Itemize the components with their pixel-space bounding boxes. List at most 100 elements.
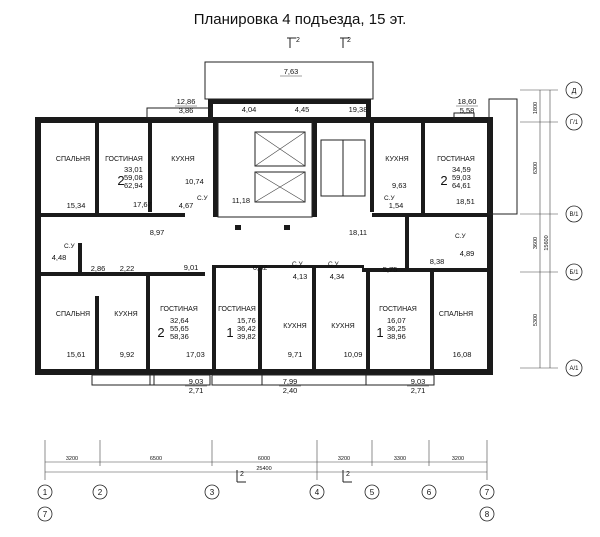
bathroom-label: С.У xyxy=(328,261,340,268)
dim-right-3: 3600 xyxy=(533,237,539,249)
room-area3-living-ne: 64,61 xyxy=(452,181,471,190)
room-area-kitchen-sc1: 9,71 xyxy=(288,350,303,359)
dimension-bottom: 3200 6500 6000 3200 3300 3200 25400 xyxy=(44,440,488,480)
area-vestibule-1: 4,04 xyxy=(242,105,257,114)
dim-right-2: 6300 xyxy=(533,162,539,174)
room-label-living-sc1: ГОСТИНАЯ xyxy=(218,306,256,313)
axis-label: 7 xyxy=(43,510,48,519)
room-area-kitchen-sc2: 10,09 xyxy=(344,350,363,359)
room-label-bedroom-sw: СПАЛЬНЯ xyxy=(56,311,90,318)
room-labels: СПАЛЬНЯ 15,34 ГОСТИНАЯ 2 33,01 59,08 62,… xyxy=(56,156,475,359)
room-label-kitchen-nw: КУХНЯ xyxy=(171,156,194,163)
room-area3-living-sw: 58,36 xyxy=(170,332,189,341)
balcony-area-reduced: 2,40 xyxy=(283,386,298,395)
bathroom-label: С.У xyxy=(197,195,209,202)
page-title: Планировка 4 подъезда, 15 эт. xyxy=(193,11,407,28)
balcony-area: 7,99 xyxy=(283,377,298,386)
axis-label: Г/1 xyxy=(570,120,579,126)
dim-bottom-6: 3200 xyxy=(452,456,464,462)
balcony-area-reduced: 5,58 xyxy=(460,106,475,115)
room-label-living-nw: ГОСТИНАЯ xyxy=(105,156,143,163)
room-area-living-ne: 34,59 xyxy=(452,165,471,174)
area-elevator-hall: 11,18 xyxy=(232,196,250,205)
area-bath-w1: 2,86 xyxy=(91,264,106,273)
room-area-kitchen-nw: 10,74 xyxy=(185,177,204,186)
room-sub-living-ne: 18,51 xyxy=(456,197,475,206)
dim-right-1: 1800 xyxy=(533,102,539,114)
room-label-living-sc2: ГОСТИНАЯ xyxy=(379,306,417,313)
area-bath-c2: 4,34 xyxy=(330,272,345,281)
room-area2-living-nw: 59,08 xyxy=(124,173,143,182)
section-mark-2: 2 xyxy=(347,37,351,44)
balcony-area-reduced: 2,71 xyxy=(189,386,204,395)
dim-bottom-2: 6500 xyxy=(150,456,162,462)
area-hall-sc1: 6,82 xyxy=(253,263,268,272)
balcony-area: 9,03 xyxy=(189,377,204,386)
section-mark-2: 2 xyxy=(346,471,350,478)
axis-markers-right: Д Г/1 В/1 Б/1 А/1 xyxy=(565,81,583,377)
axis-label: 7 xyxy=(485,488,490,497)
area-bath-ne: 4,89 xyxy=(460,249,475,258)
area-hall-ne: 8,38 xyxy=(430,257,445,266)
area-balcony-top: 7,63 xyxy=(284,67,299,76)
area-lobby: 19,38 xyxy=(349,105,368,114)
bathroom-label: С.У xyxy=(64,243,76,250)
axis-label: 8 xyxy=(485,510,490,519)
room-label-kitchen-sw: КУХНЯ xyxy=(114,311,137,318)
room-sub-living-nw: 17,67 xyxy=(133,200,152,209)
area-bath-c1: 4,13 xyxy=(293,272,308,281)
axis-label: 4 xyxy=(315,488,320,497)
outer-walls xyxy=(35,99,493,375)
balcony-area-reduced: 2,71 xyxy=(411,386,426,395)
axis-label: А/1 xyxy=(569,366,579,372)
bathroom-labels: С.У С.У С.У С.У С.У С.У xyxy=(64,195,467,268)
small-areas: 7,63 4,04 4,45 19,38 11,18 18,11 8,97 9,… xyxy=(52,67,475,281)
room-count-sc1: 1 xyxy=(226,325,233,340)
room-area2-living-ne: 59,03 xyxy=(452,173,471,182)
section-mark-1: 2 xyxy=(296,37,300,44)
room-count-ne: 2 xyxy=(440,173,447,188)
area-hall-sw: 9,01 xyxy=(184,263,199,272)
axis-label: В/1 xyxy=(569,212,579,218)
room-label-kitchen-sc2: КУХНЯ xyxy=(331,323,354,330)
dim-right-4: 5300 xyxy=(533,314,539,326)
room-label-bedroom-nw: СПАЛЬНЯ xyxy=(56,156,90,163)
section-marker-bottom: 2 2 xyxy=(236,470,352,483)
room-label-kitchen-sc1: КУХНЯ xyxy=(283,323,306,330)
room-count-nw: 2 xyxy=(117,173,124,188)
dim-bottom-4: 3200 xyxy=(338,456,350,462)
room-area-living-sc2: 16,07 xyxy=(387,316,406,325)
room-label-living-sw: ГОСТИНАЯ xyxy=(160,306,198,313)
balconies-bottom xyxy=(91,374,435,386)
axis-label: 6 xyxy=(427,488,432,497)
area-vestibule-2: 4,45 xyxy=(295,105,310,114)
interior-walls xyxy=(35,117,492,369)
dim-bottom-1: 3200 xyxy=(66,456,78,462)
dim-bottom-total: 25400 xyxy=(256,466,271,472)
dim-bottom-3: 6000 xyxy=(258,456,270,462)
area-bath-n2: 1,54 xyxy=(389,201,404,210)
room-area-kitchen-ne: 9,63 xyxy=(392,181,407,190)
axis-label: 2 xyxy=(98,488,103,497)
axis-label: 3 xyxy=(210,488,215,497)
room-count-sc2: 1 xyxy=(376,325,383,340)
area-bath-nw: 4,48 xyxy=(52,253,67,262)
area-corridor: 18,11 xyxy=(349,228,367,237)
room-label-bedroom-se: СПАЛЬНЯ xyxy=(439,311,473,318)
section-marker-top: 2 2 xyxy=(287,37,351,48)
axis-label: Д xyxy=(572,88,577,95)
room-area3-living-nw: 62,94 xyxy=(124,181,143,190)
room-area-living-sc1: 15,76 xyxy=(237,316,256,325)
room-area-bedroom-nw: 15,34 xyxy=(67,201,86,210)
room-area3-living-sc2: 38,96 xyxy=(387,332,406,341)
axis-label: 1 xyxy=(43,488,48,497)
bathroom-label: С.У xyxy=(384,195,396,202)
axis-markers-bottom: 1 2 3 4 5 6 7 7 8 xyxy=(37,484,495,522)
room-area-living-sw: 32,64 xyxy=(170,316,189,325)
dimension-right: 1800 6300 3600 5300 15600 xyxy=(520,89,558,369)
room-label-living-ne: ГОСТИНАЯ xyxy=(437,156,475,163)
dim-ticks xyxy=(44,440,488,480)
room-area-kitchen-sw: 9,92 xyxy=(120,350,135,359)
balcony-area-reduced: 3,86 xyxy=(179,106,194,115)
